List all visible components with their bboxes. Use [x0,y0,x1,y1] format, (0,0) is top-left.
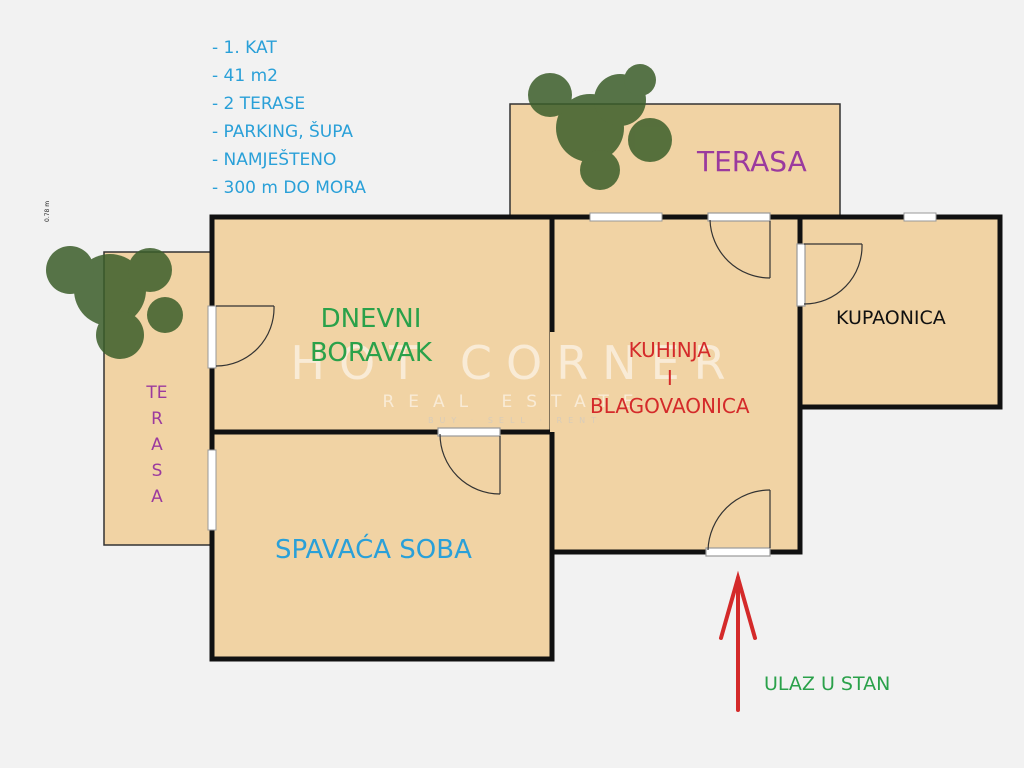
living-room-label-line2: BORAVAK [310,338,432,368]
info-item-sea-distance: - 300 m DO MORA [212,178,367,198]
doors [215,212,863,557]
info-item-furnished: - NAMJEŠTENO [212,150,337,170]
kitchen-label-line2: I [666,366,673,390]
scale-note: 0.78 m [44,200,51,222]
living-room-area [209,214,555,435]
info-item-floor: - 1. KAT [212,38,277,58]
terrace-side-label: TERASA [146,383,168,507]
info-item-area: - 41 m2 [212,66,278,86]
entrance-label: ULAZ U STAN [764,673,891,695]
plant-top [528,64,672,190]
bathroom-label: KUPAONICA [836,307,946,329]
kitchen-label-line3: BLAGOVAONICA [590,394,750,418]
property-info-list: - 1. KAT - 41 m2 - 2 TERASE - PARKING, Š… [212,34,366,202]
info-item-terraces: - 2 TERASE [212,94,306,114]
living-room-label: DNEVNI BORAVAK [310,302,432,370]
kitchen-label: KUHINJA I BLAGOVAONICA [590,336,750,420]
kitchen-label-line1: KUHINJA [628,338,711,362]
info-item-parking: - PARKING, ŠUPA [212,122,354,142]
entrance-arrow [719,570,757,712]
terrace-top-label: TERASA [697,145,807,178]
windows [207,212,937,531]
plant-left [46,246,183,359]
bedroom-area [209,429,555,662]
bathroom-area [797,214,1003,410]
living-room-label-line1: DNEVNI [320,304,422,334]
bedroom-label: SPAVAĆA SOBA [275,535,472,565]
